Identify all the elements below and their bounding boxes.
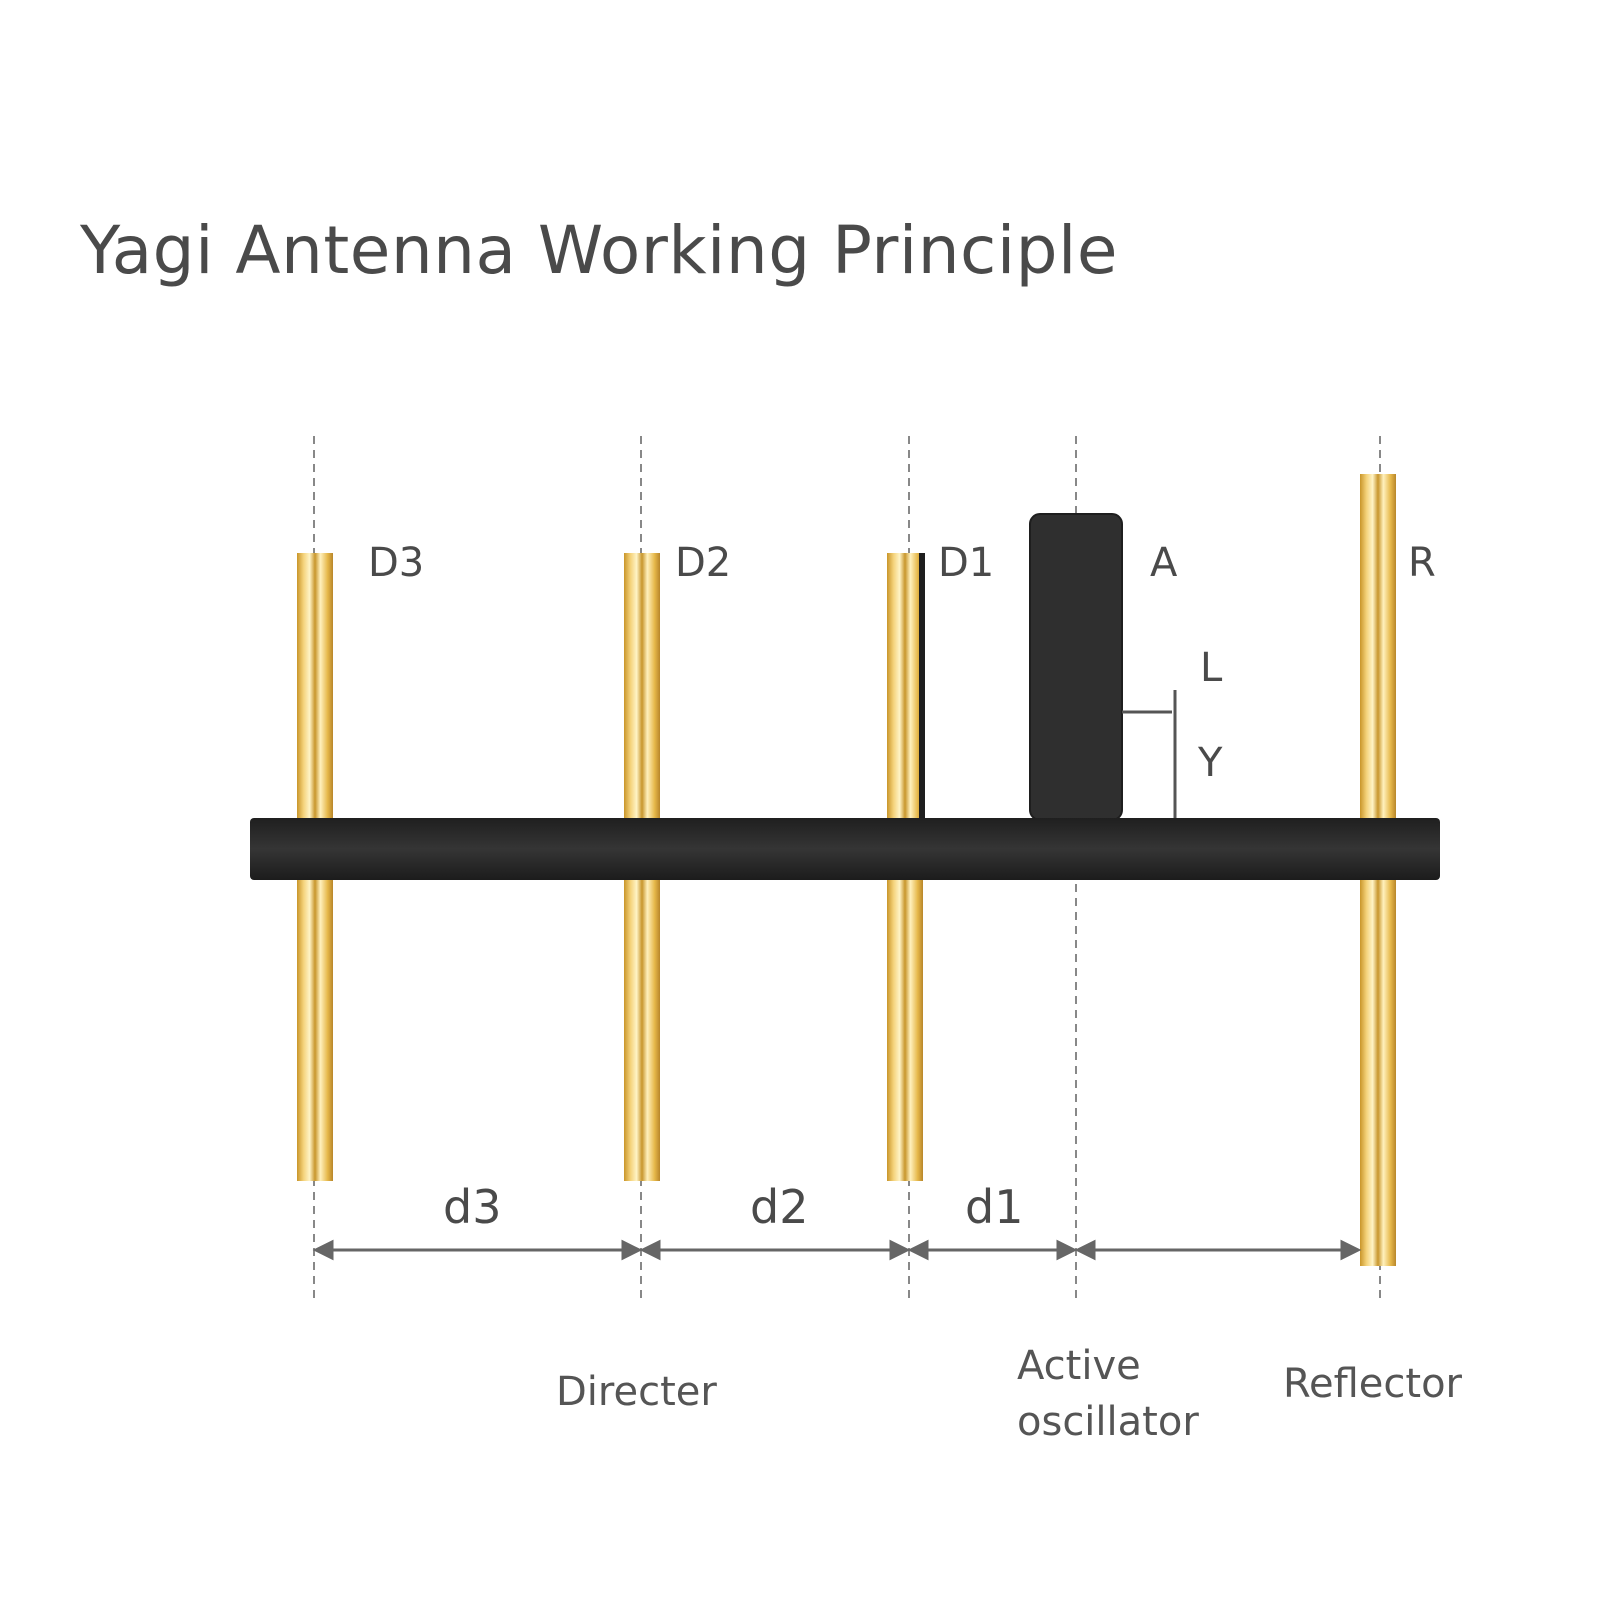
caption-reflector: Reflector bbox=[1283, 1361, 1463, 1407]
caption-active-line1: Active bbox=[1017, 1343, 1141, 1389]
label-d3: D3 bbox=[368, 540, 425, 586]
label-feed-y: Y bbox=[1198, 740, 1223, 786]
label-a: A bbox=[1150, 540, 1178, 586]
boom bbox=[250, 818, 1440, 880]
label-d1: D1 bbox=[938, 540, 995, 586]
page-title: Yagi Antenna Working Principle bbox=[80, 212, 1118, 289]
spacing-arrows bbox=[312, 1239, 1362, 1261]
feed-marker bbox=[1122, 690, 1177, 818]
spacing-d1: d1 bbox=[965, 1180, 1024, 1234]
spacing-d2: d2 bbox=[750, 1180, 809, 1234]
label-d2: D2 bbox=[675, 540, 732, 586]
label-feed-l: L bbox=[1200, 645, 1223, 691]
label-r: R bbox=[1408, 540, 1436, 586]
caption-active-line2: oscillator bbox=[1017, 1399, 1199, 1445]
caption-directer: Directer bbox=[556, 1369, 717, 1415]
active-element bbox=[1029, 513, 1123, 821]
spacing-d3: d3 bbox=[443, 1180, 502, 1234]
